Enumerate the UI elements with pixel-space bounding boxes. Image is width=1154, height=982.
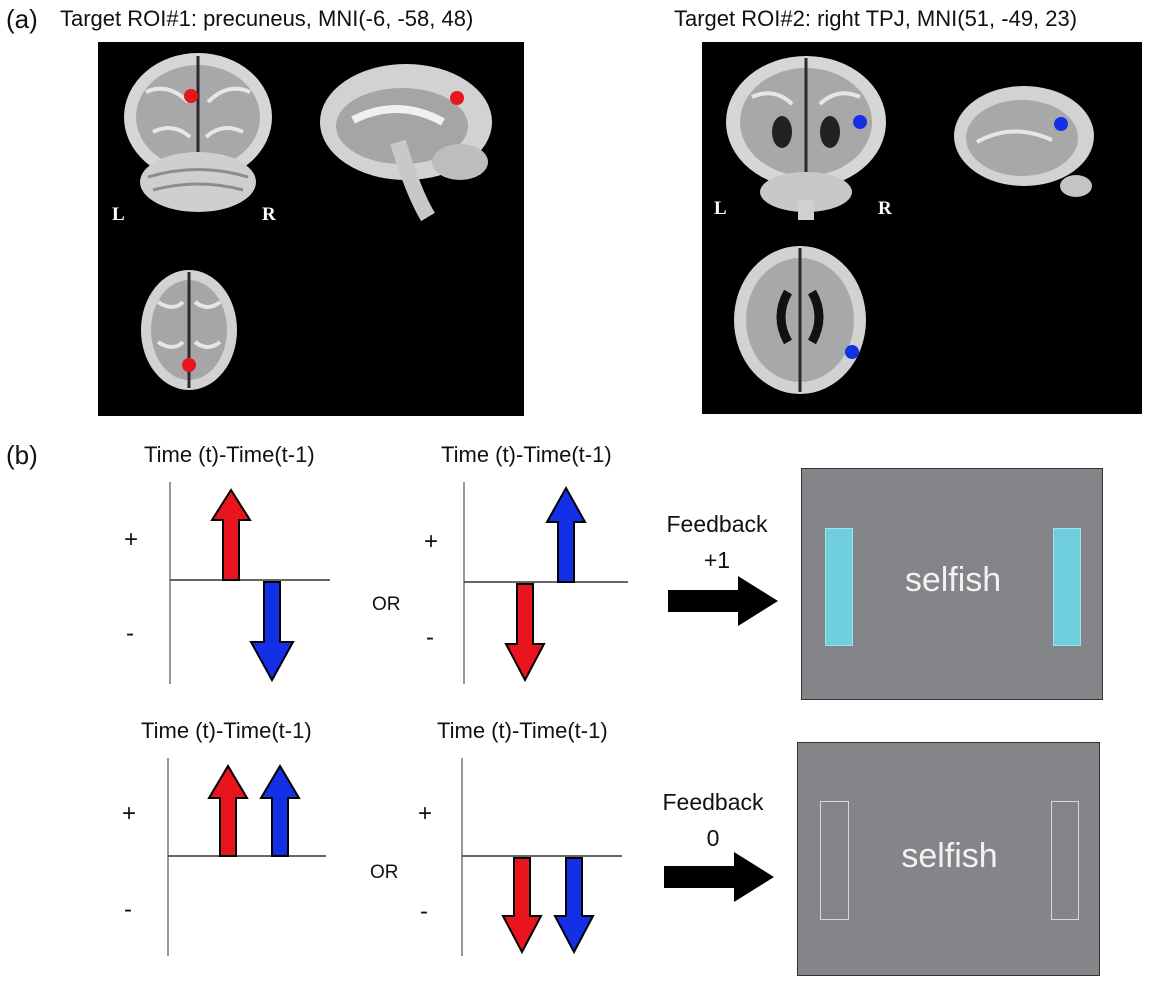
row1-plot2-red-down-arrow — [504, 583, 546, 683]
row2-plot1-red-up-arrow — [207, 764, 249, 857]
roi2-brain-slices — [726, 56, 1094, 394]
row2-plot1-plus: + — [122, 800, 137, 827]
roi2-dot-coronal — [853, 115, 867, 129]
row1-feedback-screen: selfish — [801, 468, 1103, 700]
roi1-dot-sagittal — [450, 91, 464, 105]
roi2-sagittal-slice — [954, 86, 1094, 197]
row2-plot2-axes — [461, 758, 622, 956]
roi1-sagittal-slice — [320, 64, 492, 222]
row1-plot2-blue-up-arrow — [545, 485, 587, 583]
row2-plot2-blue-down-arrow — [553, 857, 595, 955]
row1-feedback-value: +1 — [703, 547, 731, 573]
row1-plot1-blue-down-arrow — [249, 581, 295, 683]
roi2-title: Target ROI#2: right TPJ, MNI(51, -49, 23… — [674, 6, 1078, 31]
row2-feedback-label: Feedback — [662, 789, 764, 815]
row2-plot2-plus: + — [418, 800, 433, 827]
roi2-dot-axial — [845, 345, 859, 359]
roi1-axial-slice — [141, 270, 237, 390]
row2-plot1-title: Time (t)-Time(t-1) — [141, 718, 312, 743]
roi1-right-marker: R — [262, 204, 276, 225]
row1-plot1-plus: + — [124, 526, 139, 553]
panel-b-label: (b) — [6, 440, 38, 470]
roi2-brain-panel: L R — [702, 42, 1142, 414]
row1-plot1-title: Time (t)-Time(t-1) — [144, 442, 315, 467]
row1-plot1-red-up-arrow — [210, 488, 252, 581]
row1-right-bar-filled — [1053, 528, 1081, 646]
row2-right-bar-empty — [1051, 801, 1079, 920]
row1-plot1-minus: - — [126, 620, 134, 647]
row2-feedback-value: 0 — [706, 825, 720, 851]
roi1-coronal-slice — [124, 53, 272, 212]
roi2-left-marker: L — [714, 198, 727, 219]
roi1-dot-coronal — [184, 89, 198, 103]
row1-screen-word: selfish — [904, 561, 1002, 599]
row1-or-label: OR — [372, 594, 401, 615]
row2-plot1-axes — [167, 758, 326, 956]
roi1-brain-slices — [124, 53, 492, 390]
row1-plot1-axes — [169, 482, 330, 684]
row2-left-bar-empty — [820, 801, 849, 920]
row1-plot2-title: Time (t)-Time(t-1) — [441, 442, 612, 467]
roi2-right-marker: R — [878, 198, 892, 219]
roi1-brain-panel: L R — [98, 42, 524, 416]
row2-screen-word: selfish — [901, 837, 998, 875]
row1-feedback-arrow — [668, 576, 778, 626]
row1-plot2-plus: + — [424, 528, 439, 555]
roi2-dot-sagittal — [1054, 117, 1068, 131]
row2-plot2-red-down-arrow — [501, 857, 543, 955]
row2-feedback-screen: selfish — [797, 742, 1100, 976]
row1-plot2-axes — [463, 482, 628, 684]
row2-plot1-minus: - — [124, 896, 132, 923]
row2-or-label: OR — [370, 862, 399, 883]
roi2-coronal-slice — [726, 56, 886, 220]
row1-left-bar-filled — [825, 528, 853, 646]
row2-plot2-title: Time (t)-Time(t-1) — [437, 718, 608, 743]
row2-feedback-arrow — [664, 852, 774, 902]
roi1-dot-axial — [182, 358, 196, 372]
panel-a-label: (a) — [6, 4, 38, 34]
roi1-left-marker: L — [112, 204, 125, 225]
row1-plot2-minus: - — [426, 624, 434, 651]
row2-plot2-minus: - — [420, 898, 428, 925]
roi1-title: Target ROI#1: precuneus, MNI(-6, -58, 48… — [60, 6, 474, 31]
row2-plot1-blue-up-arrow — [259, 764, 301, 857]
roi2-axial-slice — [734, 246, 866, 394]
row1-feedback-label: Feedback — [666, 511, 768, 537]
